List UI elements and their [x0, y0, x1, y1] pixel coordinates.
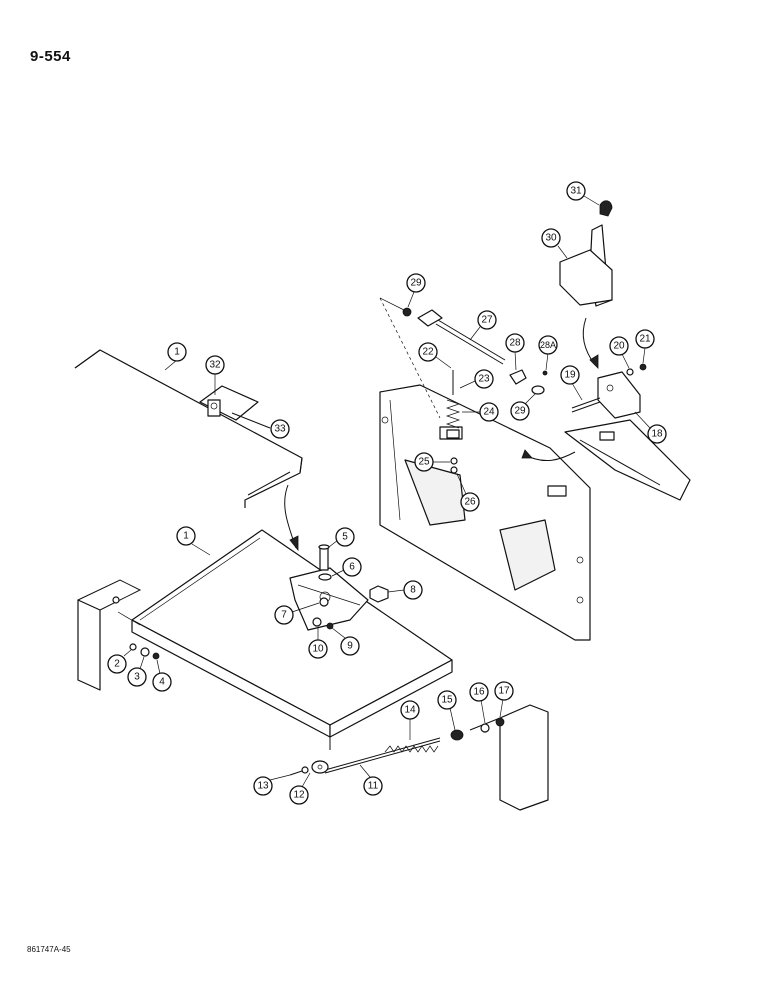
svg-text:2: 2: [114, 659, 120, 670]
callout-29a: 29: [406, 273, 426, 308]
callout-15: 15: [437, 690, 457, 731]
callout-7: 7: [274, 602, 320, 625]
svg-text:19: 19: [564, 370, 576, 381]
rod-27: [402, 307, 506, 365]
svg-text:8: 8: [410, 585, 416, 596]
svg-text:25: 25: [418, 457, 430, 468]
svg-text:20: 20: [613, 341, 625, 352]
svg-text:28: 28: [509, 338, 521, 349]
svg-text:3: 3: [134, 672, 140, 683]
seat-back-panel: [379, 384, 591, 641]
callout-1b: 1: [176, 526, 211, 556]
page-number: 9-554: [30, 48, 71, 65]
svg-text:18: 18: [651, 429, 663, 440]
callout-28: 28: [505, 333, 525, 371]
svg-text:12: 12: [293, 790, 305, 801]
callout-12: 12: [289, 772, 311, 805]
hinge-plate: [199, 385, 271, 429]
svg-text:6: 6: [349, 562, 355, 573]
svg-text:9: 9: [347, 641, 353, 652]
svg-text:17: 17: [498, 686, 510, 697]
callout-17: 17: [494, 681, 514, 718]
callout-24: 24: [462, 402, 499, 422]
svg-text:31: 31: [570, 186, 582, 197]
latch-parts: [509, 369, 548, 395]
callout-30: 30: [541, 228, 568, 259]
callout-14: 14: [400, 700, 420, 740]
svg-text:11: 11: [368, 781, 379, 792]
callout-22: 22: [418, 342, 452, 369]
svg-text:13: 13: [257, 781, 269, 792]
callout-31: 31: [566, 181, 600, 206]
callout-18: 18: [634, 411, 667, 444]
hardware-center: [312, 544, 389, 630]
callout-10: 10: [308, 627, 328, 659]
svg-text:29: 29: [410, 278, 422, 289]
callout-20: 20: [609, 336, 630, 369]
svg-text:4: 4: [159, 677, 165, 688]
callout-2: 2: [107, 649, 132, 674]
svg-text:21: 21: [639, 334, 651, 345]
frame-left: [77, 579, 142, 691]
svg-text:14: 14: [404, 705, 416, 716]
callout-25: 25: [414, 452, 450, 472]
svg-text:27: 27: [481, 315, 493, 326]
callout-1a: 1: [164, 342, 187, 371]
callout-5: 5: [328, 527, 355, 548]
callout-28A: 28A: [538, 335, 558, 371]
callout-26: 26: [456, 473, 480, 512]
callout-19: 19: [560, 365, 583, 401]
callout-23: 23: [459, 369, 494, 389]
svg-text:26: 26: [464, 497, 476, 508]
bracket: [289, 567, 369, 631]
svg-text:28A: 28A: [540, 340, 556, 350]
callout-29b: 29: [510, 393, 536, 421]
rod-assembly: [289, 717, 505, 776]
callout-8: 8: [387, 580, 423, 600]
callout-13: 13: [253, 774, 291, 796]
svg-text:16: 16: [473, 687, 485, 698]
spring-assembly: [445, 370, 461, 474]
svg-text:24: 24: [483, 407, 495, 418]
callout-6: 6: [331, 557, 362, 577]
svg-text:29: 29: [514, 406, 526, 417]
svg-text:23: 23: [478, 374, 490, 385]
svg-text:32: 32: [209, 360, 221, 371]
callout-33: 33: [270, 419, 290, 439]
figure-id: 861747A-45: [27, 945, 71, 954]
svg-text:1: 1: [174, 347, 180, 358]
svg-text:1: 1: [183, 531, 189, 542]
svg-text:10: 10: [312, 644, 324, 655]
hardware-left: [112, 596, 160, 660]
callout-3: 3: [127, 656, 147, 687]
svg-text:30: 30: [545, 233, 557, 244]
svg-text:15: 15: [441, 695, 453, 706]
callout-27: 27: [469, 310, 497, 341]
callout-9: 9: [331, 627, 360, 656]
callout-32: 32: [205, 355, 225, 395]
svg-text:7: 7: [281, 610, 287, 621]
svg-text:5: 5: [342, 532, 348, 543]
latch-18: [571, 363, 647, 419]
svg-text:22: 22: [422, 347, 434, 358]
callout-21: 21: [635, 329, 655, 364]
svg-text:33: 33: [274, 424, 286, 435]
callout-4: 4: [152, 659, 172, 692]
frame-right: [329, 704, 549, 811]
callout-16: 16: [469, 682, 489, 724]
callout-11: 11: [359, 764, 383, 796]
seat-pan-upper: [74, 349, 303, 508]
handle-assembly: [559, 200, 613, 369]
slide-rail: [564, 419, 691, 501]
